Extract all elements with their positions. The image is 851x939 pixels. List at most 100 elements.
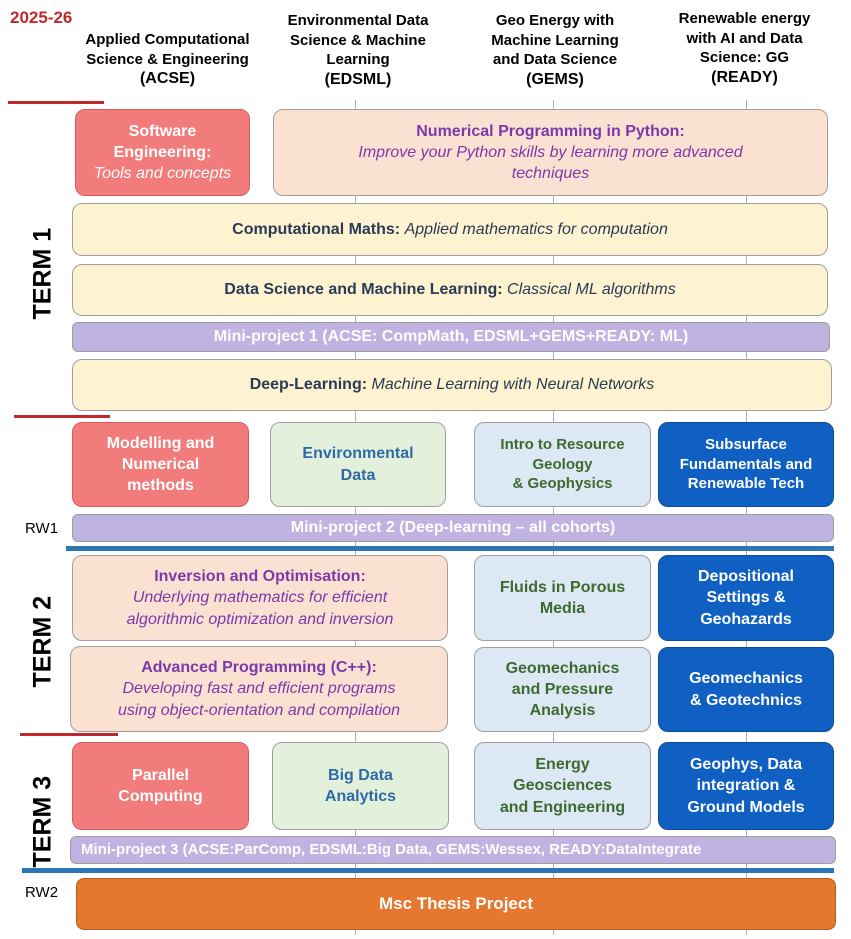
- resource-geology-box: Intro to Resource Geology & Geophysics: [474, 422, 651, 507]
- deep-learning-title: Deep-Learning:: [249, 376, 368, 394]
- advanced-programming-box: Advanced Programming (C++): Developing f…: [70, 646, 448, 732]
- term2-label: TERM 2: [28, 595, 57, 688]
- fluids-porous-media-box: Fluids in Porous Media: [474, 555, 651, 641]
- software-engineering-box: Software Engineering: Tools and concepts: [75, 109, 250, 196]
- geomech-geotech-line-2: & Geotechnics: [689, 691, 803, 709]
- term3-label: TERM 3: [28, 775, 57, 868]
- geomech-geotech-line-1: Geomechanics: [689, 670, 803, 688]
- inversion-subtitle-2: algorithmic optimization and inversion: [126, 610, 394, 628]
- header-edsml-line2: Science & Machine: [290, 31, 426, 49]
- geophys-line-2: integration &: [696, 777, 796, 795]
- adv-programming-title: Advanced Programming (C++):: [141, 659, 377, 677]
- environmental-data-line-2: Data: [340, 466, 376, 484]
- energy-geo-line-1: Energy: [535, 756, 590, 774]
- numerical-python-subtitle-2: techniques: [511, 165, 590, 183]
- rw2-label: RW2: [25, 884, 59, 901]
- header-edsml-line1: Environmental Data: [287, 12, 429, 29]
- big-data-analytics-box: Big Data Analytics: [272, 742, 449, 830]
- geomechanics-geotechnics-box: Geomechanics & Geotechnics: [658, 647, 834, 732]
- term1-divider: [8, 101, 104, 104]
- deep-learning-subtitle: Machine Learning with Neural Networks: [371, 376, 655, 394]
- header-gems-line3: and Data Science: [492, 51, 618, 68]
- header-ready: Renewable energy with AI and Data Scienc…: [652, 9, 837, 88]
- year-label: 2025-26: [10, 8, 73, 27]
- subsurface-fundamentals-box: Subsurface Fundamentals and Renewable Te…: [658, 422, 834, 507]
- mini-project-3-text: Mini-project 3 (ACSE:ParComp, EDSML:Big …: [81, 841, 702, 859]
- geomechanics-pressure-box: Geomechanics and Pressure Analysis: [474, 647, 651, 732]
- fluids-line-2: Media: [539, 600, 586, 617]
- header-acse-abbr: (ACSE): [139, 70, 196, 87]
- subsurface-line-3: Renewable Tech: [687, 475, 805, 493]
- inversion-subtitle-1: Underlying mathematics for efficient: [132, 589, 388, 607]
- computational-maths-title: Computational Maths:: [232, 220, 401, 238]
- subsurface-line-2: Fundamentals and: [679, 455, 813, 473]
- header-gems-line1: Geo Energy with: [495, 12, 615, 29]
- header-gems: Geo Energy with Machine Learning and Dat…: [465, 11, 645, 90]
- inversion-optimisation-box: Inversion and Optimisation: Underlying m…: [72, 555, 448, 641]
- modelling-numerical-box: Modelling and Numerical methods: [72, 422, 249, 507]
- mini-project-1-bar: Mini-project 1 (ACSE: CompMath, EDSML+GE…: [72, 322, 830, 352]
- header-acse-line2: Science & Engineering: [86, 50, 249, 68]
- computational-maths-box: Computational Maths: Applied mathematics…: [72, 203, 828, 256]
- parallel-line-2: Computing: [118, 788, 203, 805]
- geomech-pressure-line-3: Analysis: [529, 702, 596, 720]
- header-ready-line3: Science: GG: [699, 49, 790, 66]
- adv-programming-subtitle-2: using object-orientation and compilation: [118, 701, 400, 719]
- mini-project-3-bar: Mini-project 3 (ACSE:ParComp, EDSML:Big …: [70, 836, 836, 864]
- header-gems-abbr: (GEMS): [526, 70, 584, 88]
- deep-learning-box: Deep-Learning: Machine Learning with Neu…: [72, 359, 832, 411]
- resource-geology-line-1: Intro to Resource: [500, 435, 625, 453]
- depositional-line-2: Settings &: [706, 589, 786, 607]
- modelling-line-1: Modelling and: [106, 434, 215, 452]
- term2-divider: [14, 415, 110, 418]
- parallel-computing-box: Parallel Computing: [72, 742, 249, 830]
- header-ready-line1: Renewable energy: [678, 10, 811, 27]
- geomech-pressure-line-1: Geomechanics: [505, 659, 620, 677]
- big-data-line-2: Analytics: [324, 788, 397, 805]
- data-science-ml-subtitle: Classical ML algorithms: [507, 281, 676, 299]
- header-ready-abbr: (READY): [711, 68, 778, 86]
- header-edsml-line3: Learning: [326, 51, 390, 68]
- numerical-python-box: Numerical Programming in Python: Improve…: [273, 109, 828, 196]
- modelling-line-3: methods: [127, 477, 194, 495]
- thesis-blue-divider: [22, 868, 834, 873]
- header-acse-line1: Applied Computational: [85, 31, 250, 48]
- geophys-line-3: Ground Models: [687, 798, 805, 816]
- subsurface-line-1: Subsurface: [705, 435, 787, 453]
- energy-geosciences-box: Energy Geosciences and Engineering: [474, 742, 651, 830]
- modelling-line-2: Numerical: [121, 455, 200, 473]
- software-engineering-title-2: Engineering:: [113, 143, 212, 161]
- computational-maths-subtitle: Applied mathematics for computation: [404, 220, 668, 238]
- energy-geo-line-3: and Engineering: [499, 798, 626, 816]
- msc-thesis-box: Msc Thesis Project: [76, 878, 836, 930]
- geomech-pressure-line-2: and Pressure: [511, 680, 614, 698]
- depositional-line-3: Geohazards: [700, 610, 792, 628]
- environmental-data-line-1: Environmental: [302, 445, 414, 463]
- numerical-python-subtitle-1: Improve your Python skills by learning m…: [358, 143, 743, 161]
- data-science-ml-box: Data Science and Machine Learning: Class…: [72, 264, 828, 316]
- data-science-ml-title: Data Science and Machine Learning:: [224, 281, 503, 299]
- header-acse: Applied Computational Science & Engineer…: [60, 30, 275, 90]
- header-edsml-abbr: (EDSML): [324, 70, 392, 88]
- geophys-line-1: Geophys, Data: [689, 756, 803, 774]
- geophys-data-integration-box: Geophys, Data integration & Ground Model…: [658, 742, 834, 830]
- term3-divider: [20, 733, 118, 736]
- depositional-line-1: Depositional: [697, 568, 794, 586]
- term2-blue-divider: [66, 546, 834, 551]
- adv-programming-subtitle-1: Developing fast and efficient programs: [122, 680, 396, 698]
- rw1-label: RW1: [25, 520, 59, 537]
- software-engineering-title-1: Software: [128, 122, 197, 140]
- header-gems-line2: Machine Learning: [491, 31, 619, 49]
- header-edsml: Environmental Data Science & Machine Lea…: [268, 11, 448, 90]
- header-ready-line2: with AI and Data: [686, 29, 803, 47]
- fluids-line-1: Fluids in Porous: [499, 578, 626, 596]
- resource-geology-line-3: & Geophysics: [512, 475, 613, 493]
- numerical-python-title: Numerical Programming in Python:: [416, 122, 685, 140]
- depositional-settings-box: Depositional Settings & Geohazards: [658, 555, 834, 641]
- inversion-title: Inversion and Optimisation:: [154, 568, 366, 586]
- energy-geo-line-2: Geosciences: [513, 777, 612, 795]
- parallel-line-1: Parallel: [132, 766, 189, 784]
- term1-label: TERM 1: [28, 227, 57, 320]
- resource-geology-line-2: Geology: [532, 455, 593, 473]
- environmental-data-box: Environmental Data: [270, 422, 446, 507]
